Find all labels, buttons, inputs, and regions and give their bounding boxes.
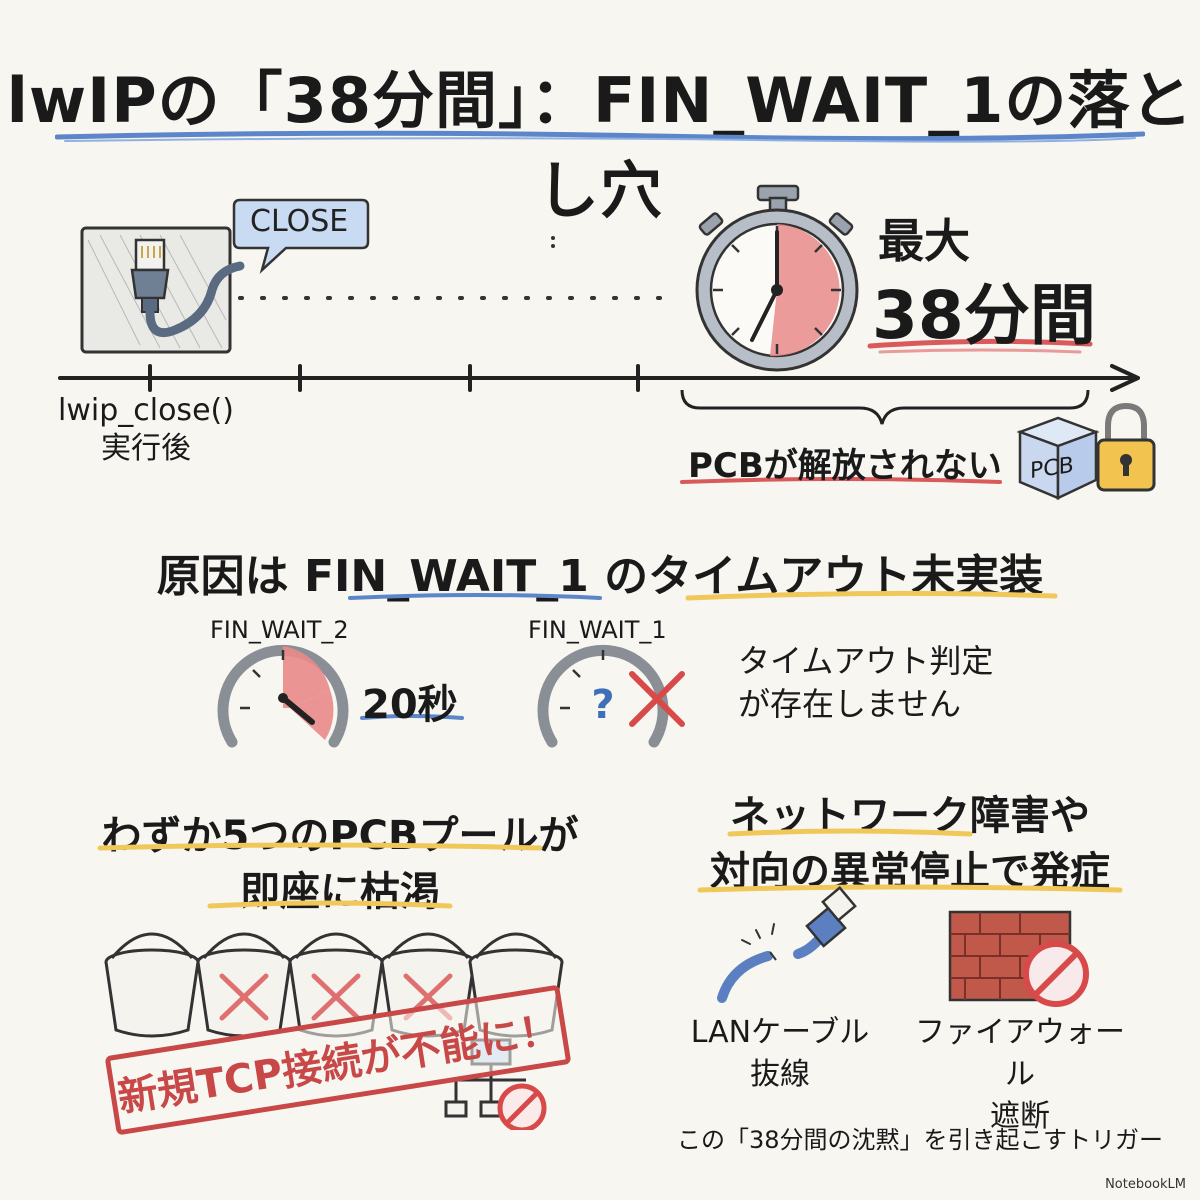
unknown-question-mark: ?: [591, 682, 614, 728]
function-after: 実行後: [100, 430, 191, 466]
function-name: lwip_close(): [58, 393, 234, 428]
brand-label: NotebookLM: [1105, 1177, 1186, 1192]
pcb-not-released-text: PCBが解放されない: [688, 446, 1002, 486]
gauge1-label: FIN_WAIT_2: [210, 616, 349, 644]
pool-heading-line1: わずか5つのPCBプールが: [101, 813, 579, 859]
gauge2-label: FIN_WAIT_1: [528, 616, 667, 644]
page-title: lwIPの「38分間」：FIN_WAIT_1の落とし穴: [6, 64, 1194, 227]
gauge1-value: 20秒: [362, 682, 458, 728]
bucket-icon: [104, 932, 200, 1038]
max-label: 最大: [878, 214, 970, 268]
no-timeout-line1: タイムアウト判定: [738, 642, 994, 680]
cause-graphic: ?: [217, 590, 1058, 748]
gauge-fin-wait-1: ?: [537, 644, 669, 748]
gauge-fin-wait-2: [217, 644, 349, 748]
pcb-box-icon: [1016, 416, 1100, 500]
fw-label-line1: ファイアウォール: [915, 1015, 1125, 1092]
speech-bubble: [232, 198, 370, 274]
bucket-icon: [196, 932, 292, 1038]
function-call-label: lwip_close() 実行後: [58, 392, 234, 467]
duration-brace: [680, 389, 1090, 425]
trigger-note: この「38分間の沈黙」を引き起こすトリガー: [676, 1126, 1164, 1154]
fw-label-line2: 遮断: [990, 1099, 1050, 1134]
padlock-icon: [1096, 402, 1156, 492]
timeline-graphic: [58, 184, 1156, 500]
trigger-graphic: [697, 828, 1123, 1007]
lan-label-line1: LANケーブル: [690, 1015, 870, 1050]
max-duration-value: 38分間: [872, 277, 1096, 354]
lan-cable-label: LANケーブル 抜線: [690, 1012, 870, 1096]
no-timeout-x-icon: [629, 671, 685, 727]
lan-label-line2: 抜線: [750, 1057, 810, 1092]
pool-heading-line2: 即座に枯渇: [240, 869, 440, 915]
stopwatch-icon: [695, 184, 859, 372]
no-timeout-line2: が存在しません: [738, 685, 962, 724]
firewall-label: ファイアウォール 遮断: [905, 1012, 1135, 1138]
unplugged-cable-icon: [717, 885, 857, 1003]
close-bubble-text: CLOSE: [250, 204, 349, 239]
title-underline: [55, 130, 1145, 143]
pool-heading: わずか5つのPCBプールが 即座に枯渇: [60, 808, 620, 920]
firewall-icon: [948, 910, 1089, 1007]
no-timeout-note: タイムアウト判定 が存在しません: [738, 640, 993, 726]
ethernet-plug-icon: [130, 238, 245, 338]
